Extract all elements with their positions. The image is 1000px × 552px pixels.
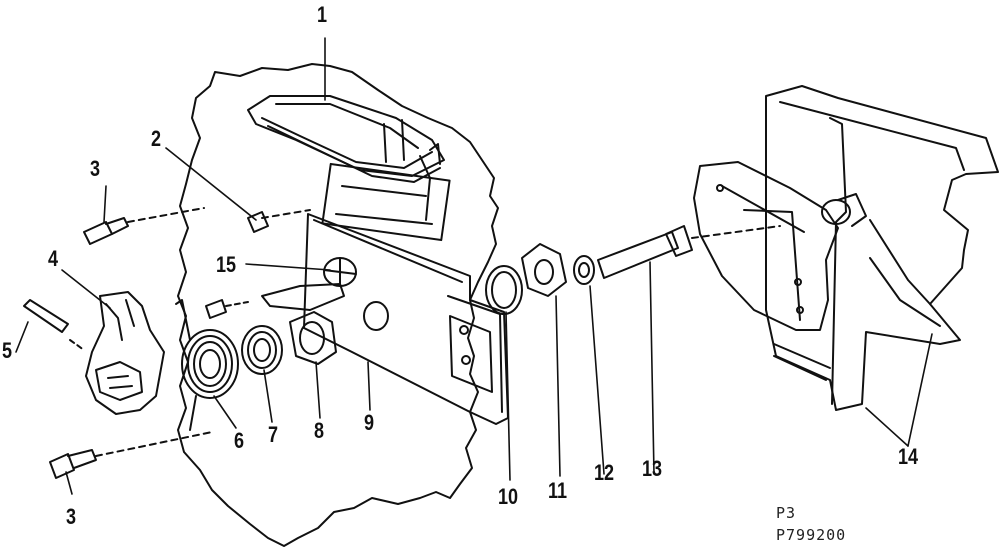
callout-7: 7	[268, 422, 279, 447]
part-2-screw	[247, 209, 311, 233]
callout-4: 4	[48, 246, 59, 271]
callout-9: 9	[364, 410, 375, 435]
part-5-pin	[23, 299, 85, 351]
callout-2: 2	[151, 126, 162, 151]
part-14-door-assembly	[693, 85, 999, 411]
mounting-panel-outline	[177, 63, 499, 547]
callout-12: 12	[594, 460, 615, 485]
page-code: P3	[776, 504, 797, 522]
callout-3-lower: 3	[66, 504, 77, 529]
callout-3-upper: 3	[90, 156, 101, 181]
part-4-latch	[85, 291, 165, 415]
drawing-number: P799200	[776, 526, 847, 544]
part-12-washer	[573, 255, 595, 285]
part-11-nut	[521, 243, 567, 297]
part-3-screw-lower	[49, 431, 213, 479]
part-3-screw-upper	[83, 207, 205, 245]
callout-10: 10	[498, 484, 519, 509]
part-13-shaft	[597, 225, 781, 279]
part-15-clip	[205, 283, 345, 319]
part-6-spring	[175, 299, 239, 431]
callout-15: 15	[216, 252, 237, 277]
callout-5: 5	[2, 338, 13, 363]
callout-14: 14	[898, 444, 919, 469]
leader-lines	[15, 37, 933, 495]
callout-1: 1	[317, 2, 328, 27]
callout-8: 8	[314, 418, 325, 443]
callout-6: 6	[234, 428, 245, 453]
part-7-spring	[241, 325, 283, 375]
part-1-cover-bracket	[247, 95, 451, 242]
callout-11: 11	[548, 478, 568, 503]
part-8-nut	[289, 311, 337, 365]
callout-13: 13	[642, 456, 663, 481]
part-10-ring	[485, 265, 523, 315]
